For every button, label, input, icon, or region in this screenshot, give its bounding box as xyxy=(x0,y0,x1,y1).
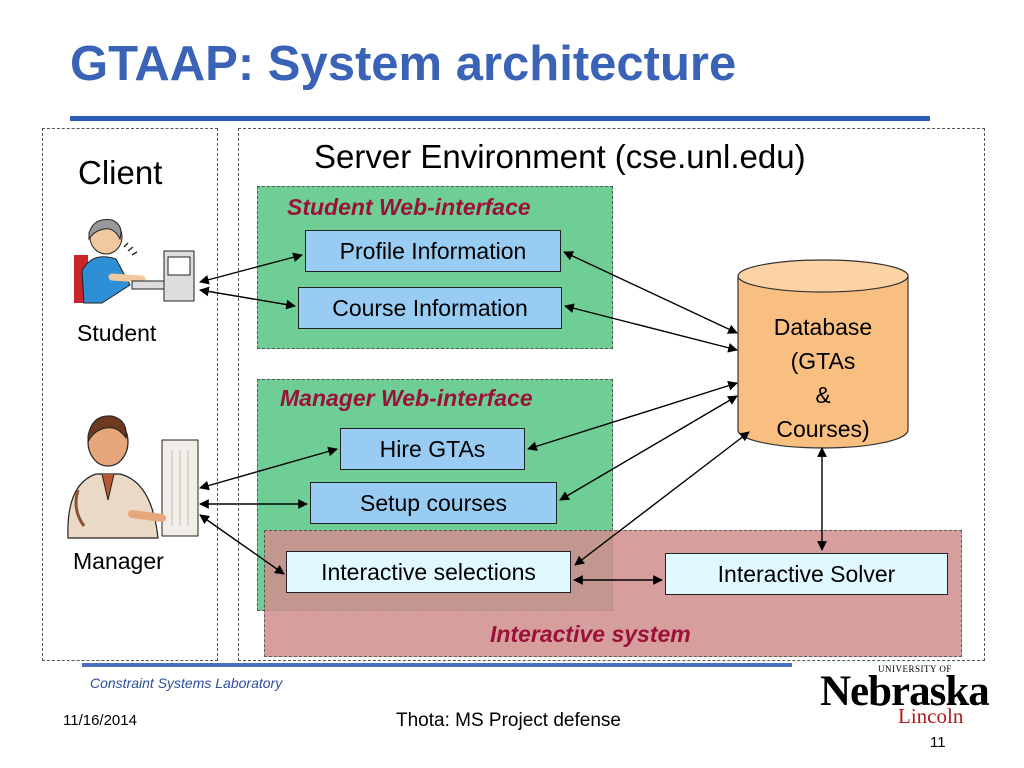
arrow-student-course xyxy=(199,286,296,310)
university-logo: UNIVERSITY OF Nebraska Lincoln xyxy=(820,664,990,728)
arrow-manager-selections xyxy=(199,514,285,575)
title-underline xyxy=(70,116,930,121)
footer-lab-name: Constraint Systems Laboratory xyxy=(90,675,283,691)
student-interface-label: Student Web-interface xyxy=(287,194,531,220)
logo-nebraska: Nebraska xyxy=(820,668,990,715)
interactive-selections-box: Interactive selections xyxy=(286,551,571,593)
footer-presentation-title: Thota: MS Project defense xyxy=(396,710,621,731)
course-information-box: Course Information xyxy=(298,287,562,329)
database-cylinder xyxy=(737,259,909,449)
arrow-manager-hire xyxy=(199,446,338,491)
footer-date: 11/16/2014 xyxy=(63,712,137,729)
manager-at-computer-icon xyxy=(67,415,199,539)
logo-lincoln: Lincoln xyxy=(898,704,964,728)
arrow-selections-database xyxy=(574,431,750,566)
slide-title: GTAAP: System architecture xyxy=(70,37,737,91)
arrow-profile-database xyxy=(563,251,738,334)
interactive-system-label: Interactive system xyxy=(490,621,691,647)
setup-courses-box: Setup courses xyxy=(310,482,557,524)
database-line-2: (GTAs xyxy=(790,348,856,374)
manager-label: Manager xyxy=(73,548,164,574)
profile-information-box: Profile Information xyxy=(305,230,561,272)
student-label: Student xyxy=(77,320,157,346)
manager-interface-label: Manager Web-interface xyxy=(280,385,533,411)
arrow-course-database xyxy=(564,303,738,353)
server-label: Server Environment (cse.unl.edu) xyxy=(314,138,806,175)
client-region xyxy=(42,128,218,661)
arrow-hire-database xyxy=(527,380,738,452)
student-at-computer-icon xyxy=(74,219,195,304)
hire-gtas-box: Hire GTAs xyxy=(340,428,525,470)
arrow-student-profile xyxy=(199,252,303,285)
database-label: Database (GTAs & Courses) xyxy=(735,310,911,446)
server-region xyxy=(238,128,985,661)
footer-rule xyxy=(82,663,792,667)
page-number: 11 xyxy=(930,734,946,751)
database-line-1: Database xyxy=(773,314,873,340)
database-line-3: & xyxy=(815,382,831,408)
client-label: Client xyxy=(78,154,163,191)
logo-university-of: UNIVERSITY OF xyxy=(878,664,952,674)
database-line-4: Courses) xyxy=(776,416,870,442)
